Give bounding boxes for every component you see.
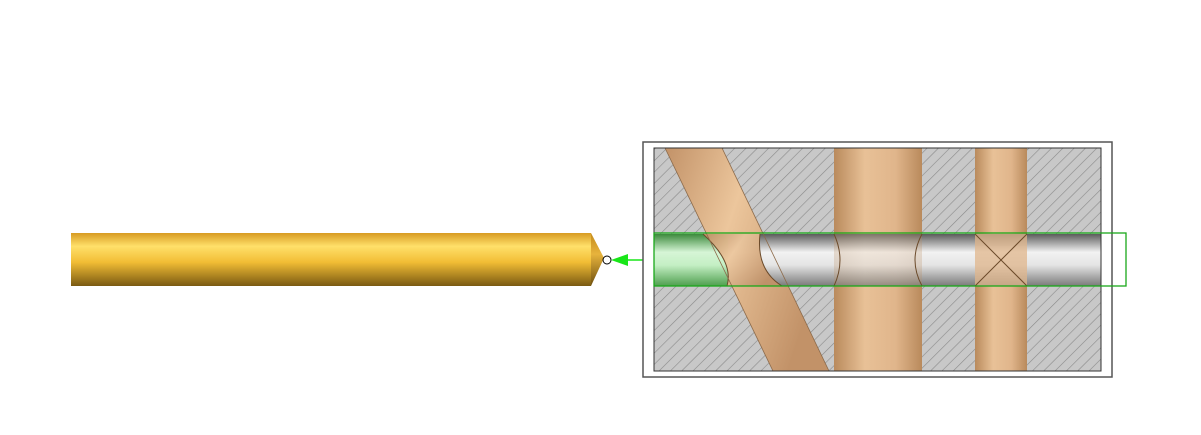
intersection-curve-left	[702, 233, 729, 287]
section-view-icon	[654, 148, 1101, 371]
inclined-hole-edge-left	[664, 148, 774, 371]
drill-tip	[591, 233, 604, 286]
drill-shank	[71, 233, 591, 286]
intersection-curve-large-left	[833, 233, 841, 287]
inclined-hole-edge-right	[721, 148, 830, 371]
drill-path-outline	[653, 232, 1127, 287]
large-hole-crossing	[834, 234, 922, 286]
inclined-hole-crossing	[703, 234, 782, 286]
intersection-curve-right	[758, 233, 783, 287]
cross-line-2	[974, 233, 1028, 287]
intersection-curve-large-right	[914, 233, 923, 287]
tool-tip-point	[602, 255, 612, 265]
feed-arrow-head	[611, 254, 628, 266]
drill-bit-icon	[71, 233, 612, 286]
